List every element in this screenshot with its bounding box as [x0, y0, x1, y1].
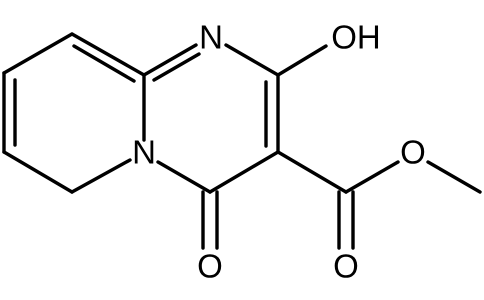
- bond-o-methyl: [426, 160, 482, 194]
- atom-o-keto: O: [197, 248, 223, 285]
- atom-labels: N OH N O O O: [132, 19, 426, 285]
- bond-c1-c2: [70, 32, 146, 77]
- atom-o-carbonyl: O: [333, 248, 359, 285]
- bond-c1-c6: [2, 32, 74, 75]
- bond-c4-n-bridge: [156, 160, 212, 194]
- bond-c5-c4: [2, 150, 74, 194]
- bond-c8a-n1-inner: [152, 52, 201, 82]
- bond-c1-c2-inner: [72, 44, 136, 83]
- bond-c8a-n1: [142, 43, 198, 77]
- bond-c3-c4: [208, 150, 280, 194]
- bond-c-ester-o-single: [344, 160, 400, 194]
- bonds: [2, 32, 482, 250]
- atom-n-bridge: N: [132, 134, 156, 171]
- atom-o-ester: O: [400, 134, 426, 171]
- bond-n1-c2: [224, 43, 280, 77]
- bond-c4-n-bridge: [70, 158, 132, 194]
- atom-n-pyrimidine: N: [199, 19, 223, 56]
- atom-hydroxy: OH: [331, 19, 381, 56]
- bond-c3-c-ester: [276, 150, 348, 194]
- bond-c2-oh: [276, 44, 328, 77]
